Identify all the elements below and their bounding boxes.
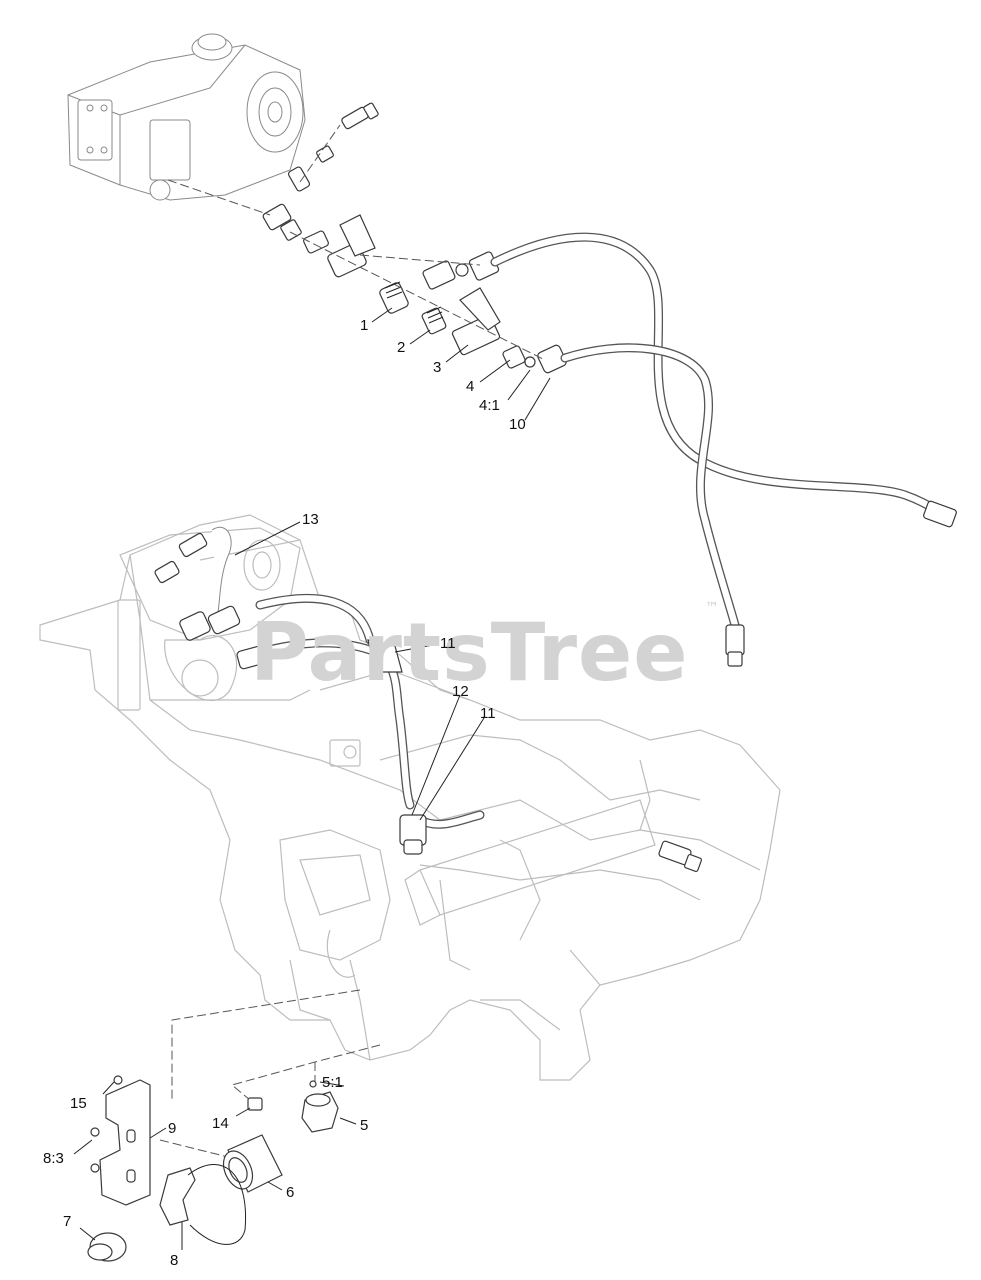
- callout-7: 7: [63, 1213, 71, 1230]
- callout-5-1: 5:1: [322, 1074, 343, 1091]
- callout-12: 12: [452, 683, 469, 700]
- callout-2: 2: [397, 339, 405, 356]
- frame-pump: [119, 527, 301, 641]
- callout-13: 13: [302, 511, 319, 528]
- callout-11-upper: 11: [440, 635, 456, 652]
- valve-fittings-chain: [289, 214, 567, 374]
- callout-1: 1: [360, 317, 368, 334]
- callout-11-lower: 11: [480, 705, 496, 722]
- upper-hoses: [490, 232, 957, 667]
- callout-5: 5: [360, 1117, 368, 1134]
- frame-hoses: [236, 593, 703, 873]
- callout-14: 14: [212, 1115, 229, 1132]
- frame-crossbar: [404, 799, 656, 926]
- lower-detail-parts: [87, 989, 381, 1262]
- pump-fittings: [167, 102, 379, 241]
- callout-labels: 1 2 3 4 4:1 10 13 11 12 11 15 9 8:3 14 5…: [43, 317, 526, 1269]
- callout-8: 8: [170, 1252, 178, 1269]
- leader-lines: [73, 307, 551, 1250]
- watermark-trademark: ™: [705, 600, 719, 616]
- callout-10: 10: [509, 416, 526, 433]
- callout-4-1: 4:1: [479, 397, 500, 414]
- callout-3: 3: [433, 359, 441, 376]
- callout-4: 4: [466, 378, 474, 395]
- callout-6: 6: [286, 1184, 294, 1201]
- callout-9: 9: [168, 1120, 176, 1137]
- callout-15: 15: [70, 1095, 87, 1112]
- callout-8-3: 8:3: [43, 1150, 64, 1167]
- pump-body: [67, 33, 306, 201]
- watermark-text: PartsTree: [250, 606, 689, 699]
